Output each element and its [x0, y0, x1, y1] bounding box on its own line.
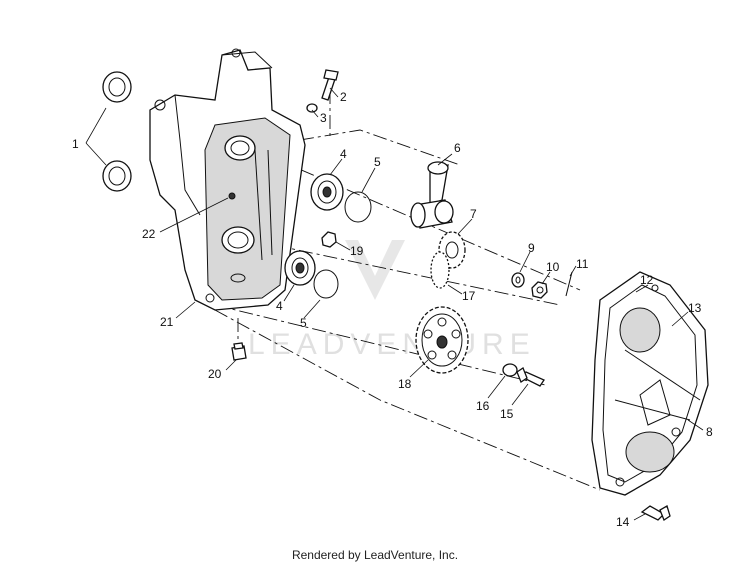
callout-16: 16	[476, 399, 490, 413]
callout-5-lower: 5	[300, 316, 307, 330]
watermark-logo-icon	[345, 240, 405, 300]
callout-5-upper: 5	[374, 155, 381, 169]
callout-4-upper: 4	[340, 147, 347, 161]
callout-19: 19	[350, 244, 364, 258]
leadventure-watermark: LEADVENTURE	[248, 240, 536, 361]
bearing-upper	[310, 173, 344, 211]
callout-15: 15	[500, 407, 514, 421]
callout-11: 11	[576, 257, 589, 271]
washer-3	[306, 103, 318, 113]
lower-sprocket	[415, 306, 469, 374]
callout-4-lower: 4	[276, 299, 283, 313]
callout-21: 21	[160, 315, 174, 329]
callout-6: 6	[454, 141, 461, 155]
callout-3: 3	[320, 111, 327, 125]
tensioner-arm	[410, 161, 454, 229]
callout-12: 12	[640, 273, 654, 287]
snap-ring-upper	[344, 191, 372, 223]
callout-7: 7	[470, 207, 477, 221]
bolt-2	[321, 69, 339, 101]
render-credit: Rendered by LeadVenture, Inc.	[291, 548, 459, 562]
callout-1: 1	[72, 137, 79, 151]
bolt-22	[228, 192, 236, 200]
bolt-15	[516, 367, 545, 387]
drive-chain	[430, 251, 450, 289]
seal-lower	[102, 160, 132, 192]
drain-plug-20	[231, 342, 247, 361]
callout-9: 9	[528, 241, 535, 255]
callout-20: 20	[208, 367, 222, 381]
snap-ring-lower	[313, 269, 339, 299]
callout-17: 17	[462, 289, 476, 303]
cotter-pin-11	[565, 271, 573, 297]
watermark-text: LEADVENTURE	[248, 328, 536, 361]
bearing-lower	[284, 250, 316, 286]
callout-13: 13	[688, 301, 702, 315]
callout-2: 2	[340, 90, 347, 104]
callout-14: 14	[616, 515, 630, 529]
callout-8: 8	[706, 425, 713, 439]
washer-16	[502, 363, 518, 377]
callout-10: 10	[546, 260, 560, 274]
nut-19	[321, 231, 337, 248]
chaincase-cover	[591, 271, 709, 496]
callout-labels: 1 2 3 4 4 5 5 6 7 8 9 10 11 12 13 14 15 …	[72, 90, 713, 529]
callout-18: 18	[398, 377, 412, 391]
bolt-14	[640, 505, 671, 521]
washer-9	[511, 272, 525, 288]
chaincase-housing	[149, 48, 306, 311]
seal-upper	[102, 71, 132, 103]
callout-22: 22	[142, 227, 156, 241]
nut-10	[531, 281, 548, 299]
leader-lines	[85, 87, 704, 521]
